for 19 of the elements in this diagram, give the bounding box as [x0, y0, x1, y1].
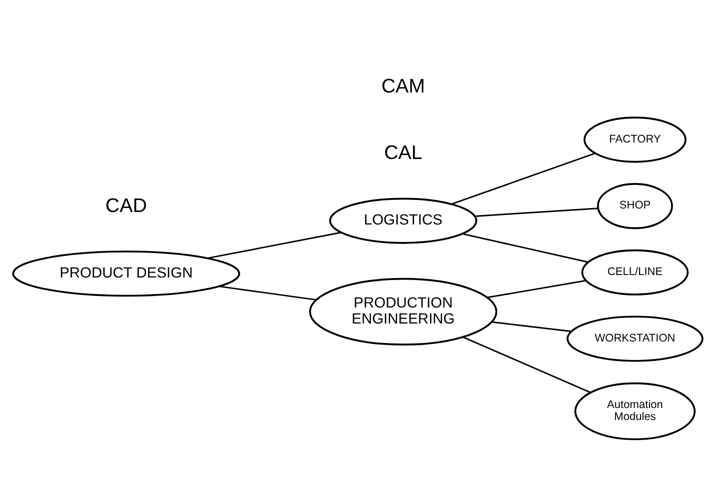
node-ellipse: PRODUCT DESIGN: [12, 250, 240, 296]
label: CAD: [105, 194, 147, 216]
node-ellipse: SHOP: [597, 182, 673, 229]
node-ellipse: LOGISTICS: [329, 197, 478, 244]
connector: [475, 207, 598, 216]
connector: [218, 285, 316, 300]
node-ellipse: PRODUCTION ENGINEERING: [309, 277, 498, 345]
connector: [487, 279, 586, 298]
label: CAL: [384, 142, 422, 164]
node-ellipse: Automation Modules: [574, 382, 696, 440]
connector: [492, 320, 572, 332]
node-ellipse: WORKSTATION: [566, 315, 704, 362]
connector: [462, 336, 591, 393]
connector: [462, 232, 588, 262]
label: CAM: [381, 75, 426, 98]
node-ellipse: CELL/LINE: [581, 248, 689, 295]
connector: [207, 231, 342, 258]
connector: [452, 152, 596, 204]
node-ellipse: FACTORY: [584, 116, 686, 162]
